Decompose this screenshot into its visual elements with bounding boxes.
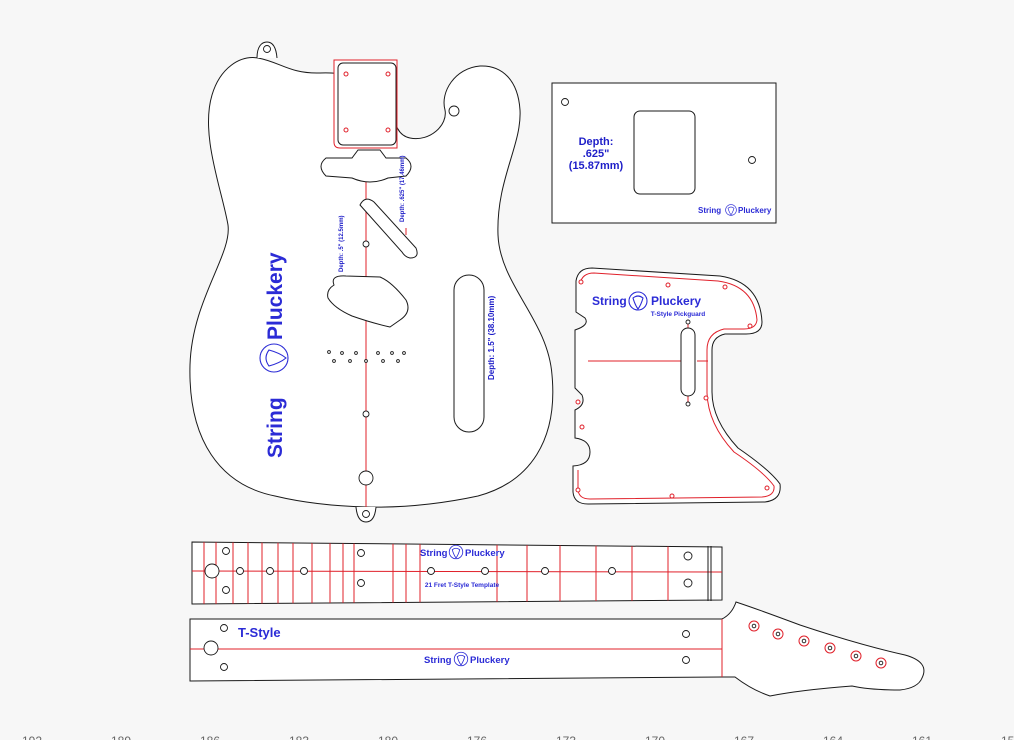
pocket-template-hole-1 [561, 98, 569, 106]
center-hole-1 [362, 240, 370, 248]
fretboard-center-line [191, 570, 723, 573]
fretboard-template: String Pluckery 21 Fret T-Style Template [191, 541, 723, 605]
pickguard-brand-part2: Pluckery [651, 294, 701, 308]
neck-screw-4 [385, 127, 391, 133]
top-strap-hole [263, 45, 271, 53]
pickguard-subtitle: T-Style Pickguard [651, 311, 706, 318]
pocket-template-hole-2 [748, 156, 756, 164]
pick-logo-icon [259, 343, 289, 373]
pickguard-pickup-hole-top [685, 319, 691, 325]
pickguard-screws [575, 279, 770, 499]
fret-lines [203, 542, 669, 604]
ruler-tick-label: 186 [200, 734, 220, 740]
fretboard-brand-part2: Pluckery [465, 548, 505, 559]
string-through-holes [327, 350, 406, 363]
pickguard-pickup-slot [680, 327, 696, 397]
pickguard-brand-part1: String [592, 294, 627, 308]
neck-route-depth-label: Depth: .625" (17.46mm) [400, 155, 406, 222]
ruler-tick-label: 189 [111, 734, 131, 740]
neck-brand-logo: String Pluckery [424, 651, 510, 667]
ruler-tick-label: 167 [734, 734, 754, 740]
pickguard-brand-logo: String Pluckery [592, 291, 701, 311]
ruler-tick-label: 157 [1001, 734, 1014, 740]
neck-screw-1 [343, 71, 349, 77]
fretboard-holes [204, 547, 693, 594]
pickguard-template: String Pluckery T-Style Pickguard [572, 267, 781, 505]
pickguard-pickup-hole-bottom [685, 401, 691, 407]
neck-holes [203, 624, 690, 671]
center-hole-2 [362, 410, 370, 418]
pocket-brand-part1: String [698, 206, 721, 215]
pickguard-inner-outline [577, 272, 775, 500]
body-template: Depth: .5" (12.5mm) Depth: .625" (17.46m… [189, 41, 554, 523]
fretboard-brand-part1: String [420, 548, 448, 559]
neck-brand-part2: Pluckery [470, 655, 510, 666]
neck-screw-2 [385, 71, 391, 77]
ruler-tick-label: 173 [556, 734, 576, 740]
bottom-strap-hole [362, 510, 370, 518]
fretboard-brand-logo: String Pluckery [420, 544, 505, 560]
neck-pickup-cavity [320, 149, 412, 183]
brand-part2: Pluckery [264, 252, 287, 340]
ruler-tick-label: 176 [467, 734, 487, 740]
ruler-tick-label: 170 [645, 734, 665, 740]
pocket-depth-line1: Depth: [579, 136, 614, 148]
bottom-ruler: 192 189 186 183 180 176 173 170 167 164 161 157 [22, 734, 1014, 740]
control-depth-label: Depth: .5" (12.5mm) [339, 215, 345, 272]
ruler-tick-label: 180 [378, 734, 398, 740]
neck-screw-3 [343, 127, 349, 133]
bridge-pickup-slot [453, 274, 485, 433]
neck-pocket [337, 62, 397, 146]
ruler-tick-label: 164 [823, 734, 843, 740]
horn-hole [448, 105, 460, 117]
pocket-depth-line3: (15.87mm) [569, 160, 624, 172]
neck-pocket-template: Depth: .625" (15.87mm) String Pluckery [551, 82, 777, 224]
fretboard-subtitle: 21 Fret T-Style Template [425, 582, 500, 589]
ruler-tick-label: 161 [912, 734, 932, 740]
output-jack-hole [358, 470, 374, 486]
bridge-depth-label: Depth: 1.5" (38.10mm) [487, 295, 496, 380]
ruler-tick-label: 183 [289, 734, 309, 740]
ruler-tick-label: 192 [22, 734, 42, 740]
tuner-holes [748, 620, 887, 669]
neck-template: T-Style String Pluckery [189, 601, 925, 697]
brand-part1: String [264, 397, 287, 458]
angled-route [359, 198, 418, 259]
control-cavity [327, 275, 409, 328]
pocket-depth-line2: .625" [583, 148, 610, 160]
pocket-cutout [633, 110, 696, 195]
body-brand-logo: String Pluckery [259, 252, 289, 458]
pocket-brand-logo: String Pluckery [698, 204, 772, 216]
neck-label: T-Style [238, 625, 281, 640]
neck-brand-part1: String [424, 655, 452, 666]
fretboard-outline [191, 541, 723, 605]
pocket-brand-part2: Pluckery [738, 206, 772, 215]
